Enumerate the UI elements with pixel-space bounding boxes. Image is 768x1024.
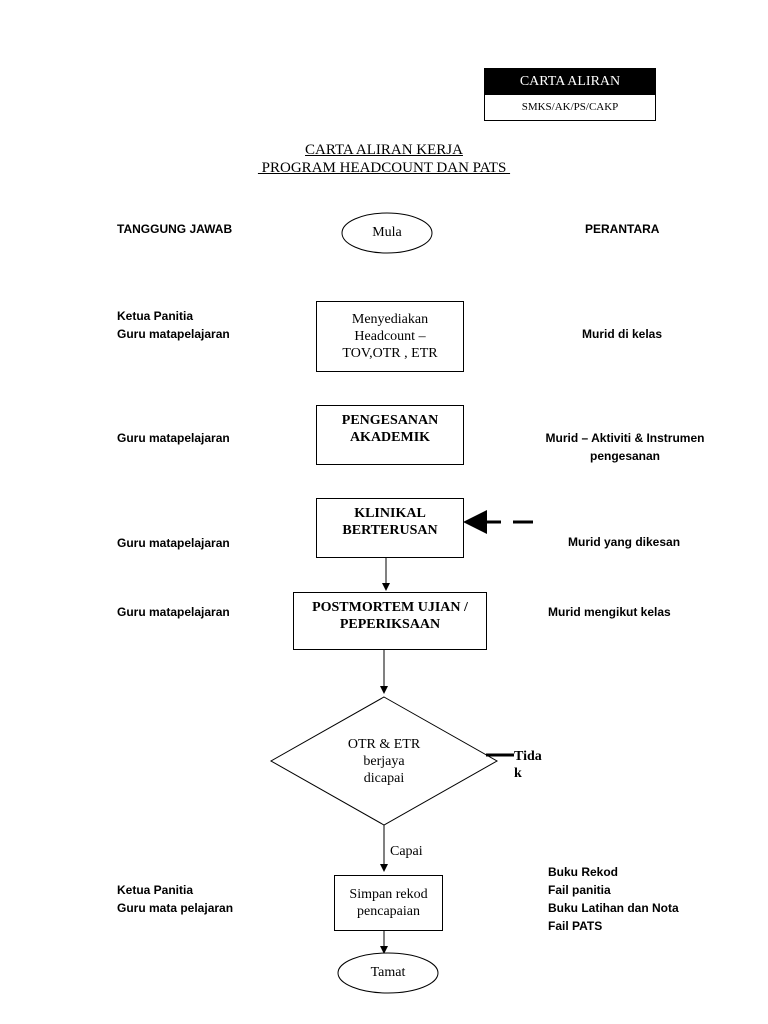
decision-no-label: Tida k: [514, 749, 542, 781]
responsible-step4: Guru matapelajaran: [117, 605, 230, 619]
responsible-step1: Ketua Panitia Guru matapelajaran: [117, 309, 230, 341]
decision-yes-label: Capai: [390, 844, 423, 859]
responsible-step5: Ketua Panitia Guru mata pelajaran: [117, 883, 234, 915]
intermediary-step1: Murid di kelas: [582, 327, 663, 341]
start-terminal: [341, 212, 433, 254]
step-save-records-label: Simpan rekod pencapaian: [349, 887, 428, 919]
column-header-intermediary: PERANTARA: [585, 222, 660, 236]
end-terminal: [337, 952, 439, 994]
intermediary-step3: Murid yang dikesan: [568, 535, 681, 549]
page-title-line-2: PROGRAM HEADCOUNT DAN PATS: [257, 160, 511, 176]
step-exam-postmortem-label: POSTMORTEM UJIAN / PEPERIKSAAN: [312, 600, 468, 632]
step-prepare-headcount-label: Menyediakan Headcount – TOV,OTR , ETR: [342, 312, 438, 361]
step-academic-detection-label: PENGESANAN AKADEMIK: [341, 413, 439, 445]
step-exam-postmortem: POSTMORTEM UJIAN / PEPERIKSAAN: [293, 592, 487, 650]
start-label: Mula: [372, 225, 402, 240]
responsible-step3: Guru matapelajaran: [117, 536, 230, 550]
column-header-responsible: TANGGUNG JAWAB: [117, 222, 233, 236]
intermediary-step4: Murid mengikut kelas: [548, 605, 671, 619]
end-label: Tamat: [370, 965, 406, 980]
intermediary-step5: Buku Rekod Fail panitia Buku Latihan dan…: [548, 865, 679, 933]
document-code-box: CARTA ALIRAN SMKS/AK/PS/CAKP: [484, 68, 656, 121]
step-continuous-clinical: KLINIKAL BERTERUSAN: [316, 498, 464, 558]
step-save-records: Simpan rekod pencapaian: [334, 875, 443, 931]
responsible-step2: Guru matapelajaran: [117, 431, 230, 445]
step-academic-detection: PENGESANAN AKADEMIK: [316, 405, 464, 465]
intermediary-step2: Murid – Aktiviti & Instrumen pengesanan: [545, 431, 705, 463]
document-code-label: SMKS/AK/PS/CAKP: [485, 95, 655, 120]
document-type-label: CARTA ALIRAN: [485, 69, 655, 95]
page-title-line-1: CARTA ALIRAN KERJA: [305, 142, 463, 158]
step-continuous-clinical-label: KLINIKAL BERTERUSAN: [342, 506, 438, 538]
step-prepare-headcount: Menyediakan Headcount – TOV,OTR , ETR: [316, 301, 464, 372]
decision-label: OTR & ETR berjaya dicapai: [347, 737, 421, 786]
